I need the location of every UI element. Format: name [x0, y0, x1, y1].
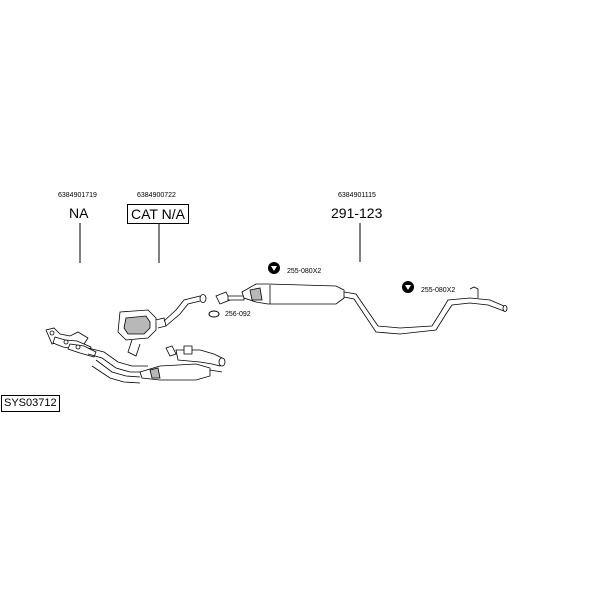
center-silencer — [139, 345, 226, 381]
fitting-label: 255-080X2 — [287, 268, 322, 275]
part-number-label: 6384900722 — [137, 192, 176, 199]
front-pipe — [87, 347, 148, 384]
part-code-label: NA — [69, 205, 89, 221]
system-code-label: SYS03712 — [1, 395, 60, 412]
hanger-icon — [402, 281, 414, 293]
gasket-icon — [208, 310, 220, 318]
part-code-label: CAT N/A — [127, 204, 189, 224]
fitting-label: 256-092 — [225, 311, 251, 318]
part-number-label: 6384901115 — [338, 192, 376, 199]
part-code-label: 291-123 — [331, 205, 383, 221]
rear-muffler — [241, 283, 345, 305]
tail-pipe — [343, 286, 508, 335]
exhaust-manifold — [45, 327, 97, 358]
fitting-label: 255-080X2 — [421, 287, 456, 294]
catalytic-converter — [117, 309, 167, 357]
intermediate-flange — [215, 291, 245, 305]
intermediate-pipe-front — [163, 294, 207, 327]
part-number-label: 6384901719 — [58, 192, 97, 199]
hanger-icon — [268, 262, 280, 274]
